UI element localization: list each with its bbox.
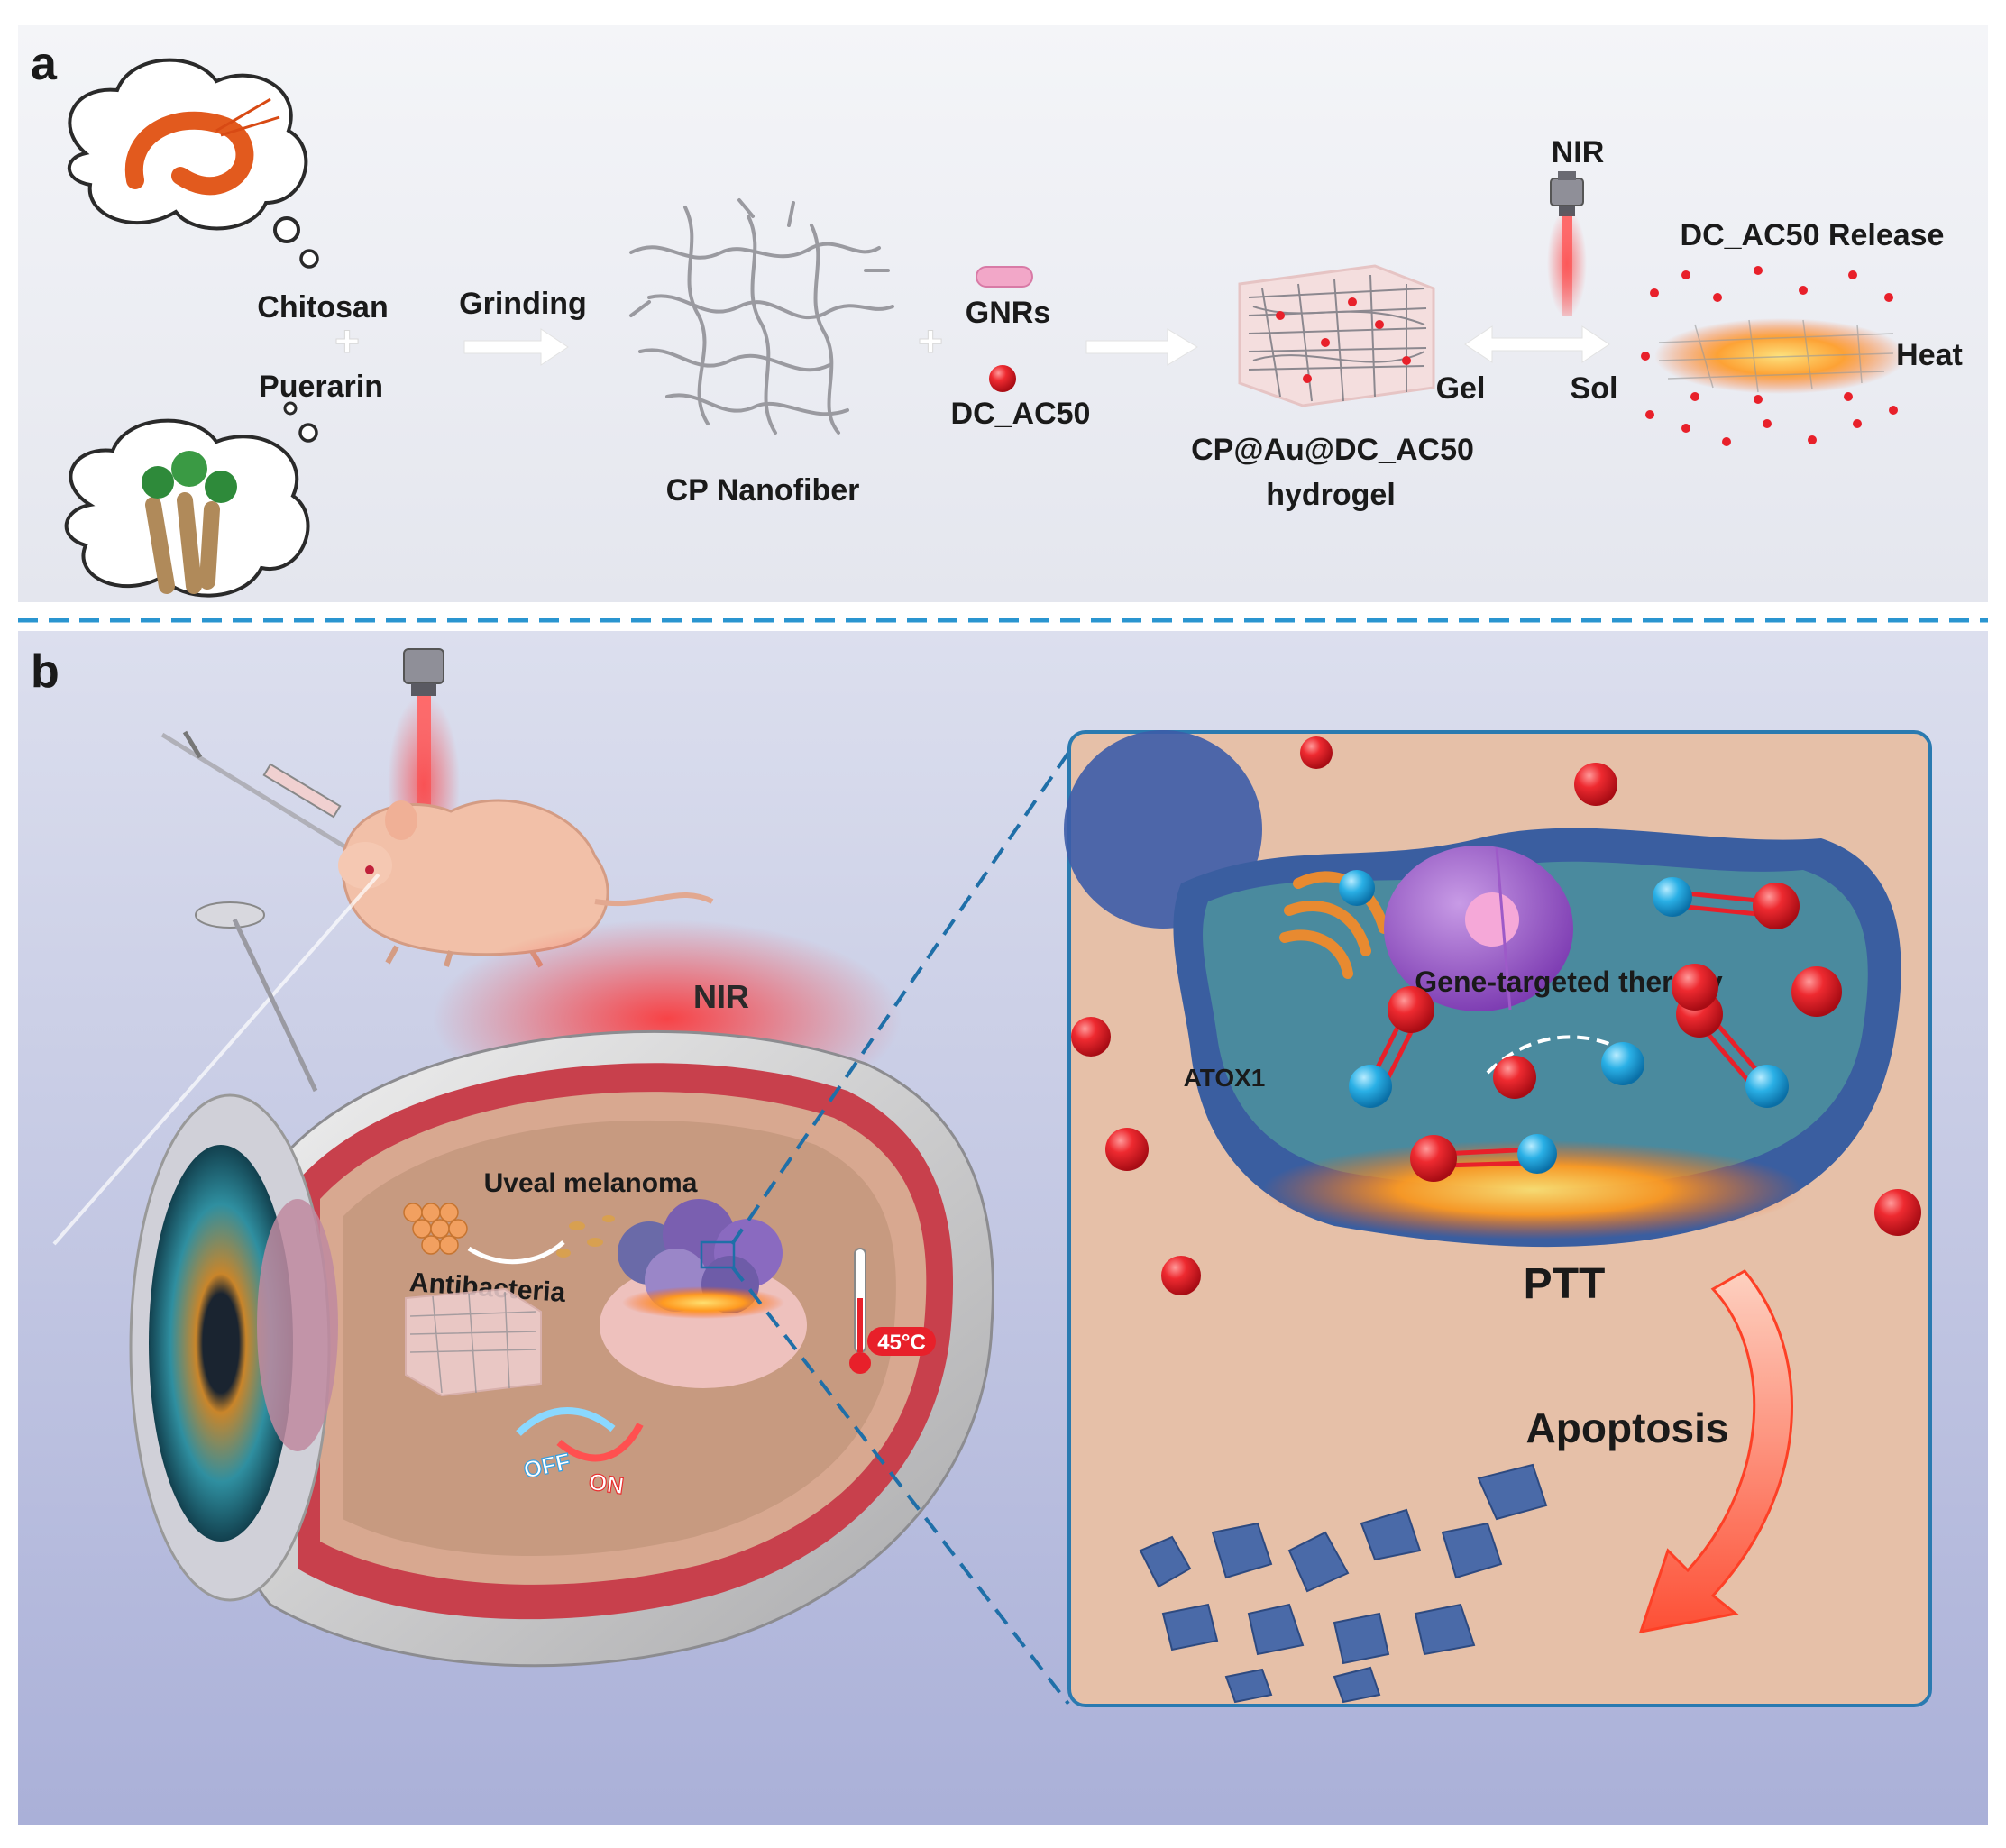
thermometer-icon: [849, 1248, 936, 1374]
cell-nucleus-icon: [1384, 846, 1573, 1011]
heat-label: Heat: [1896, 338, 1963, 372]
hydrogel-off-icon: [405, 1287, 542, 1397]
panel-a-background: [18, 25, 1988, 602]
lens: [257, 1199, 338, 1451]
gold-nanorod-icon: [976, 266, 1033, 288]
dc-ac50-drug-icon: [989, 365, 1016, 392]
off-arrow-icon: [516, 1407, 616, 1436]
uveal-melanoma-label: Uveal melanoma: [484, 1168, 698, 1198]
free-atox1: [1601, 1042, 1644, 1085]
cp-nanofiber-label: CP Nanofiber: [666, 473, 860, 508]
heated-sol-icon: [1654, 318, 1907, 394]
gnrs-label: GNRs: [966, 296, 1050, 330]
on-label: ON: [587, 1468, 626, 1499]
iris-icon: [149, 1145, 293, 1542]
nir-label-b: NIR: [693, 978, 749, 1015]
sol-label: Sol: [1571, 371, 1618, 406]
hydrogel-cube-icon: [1238, 264, 1435, 407]
on-arrow-icon: [556, 1423, 644, 1462]
atox1-label: ATOX1: [1184, 1064, 1266, 1092]
gel-label: Gel: [1436, 371, 1486, 406]
apoptosis-arrow-icon: [1638, 1269, 1793, 1633]
hydrogel-name-line2: hydrogel: [1266, 478, 1396, 512]
puerarin-label: Puerarin: [259, 370, 383, 404]
zoom-line-top: [730, 751, 1070, 1246]
hydrogel-name-line1: CP@Au@DC_AC50: [1191, 433, 1474, 467]
temperature-label: 45°C: [877, 1331, 926, 1355]
light-beam: [52, 873, 380, 1246]
dead-bacteria-icon: [556, 1215, 615, 1258]
panel-a-letter: a: [31, 38, 58, 90]
laser-emitter-icon: [1547, 171, 1587, 317]
antibacteria-arrow-icon: [467, 1240, 565, 1265]
chitosan-label: Chitosan: [257, 290, 388, 325]
plus-sign-2: +: [918, 318, 943, 366]
plus-sign-1: +: [334, 318, 360, 366]
surgical-probe-icon: [195, 901, 318, 1093]
released-drug-particles: [1641, 266, 1898, 446]
nir-label-a: NIR: [1552, 135, 1605, 169]
dc-ac50-label: DC_AC50: [951, 397, 1091, 431]
apoptosis-label: Apoptosis: [1526, 1404, 1729, 1451]
grinding-label: Grinding: [459, 287, 587, 321]
free-drug-particles: [1071, 736, 1921, 1295]
bacteria-cluster-icon: [403, 1203, 468, 1255]
ptt-label: PTT: [1524, 1260, 1606, 1308]
drug-atox1-pairs: [1339, 870, 1800, 1182]
plant-cloud-icon: [64, 401, 318, 598]
cp-nanofiber-network-icon: [629, 198, 894, 435]
arrow-mixing-icon: [1085, 328, 1198, 366]
cell-fragments: [1139, 1463, 1548, 1704]
gene-therapy-label: Gene-targeted therapy: [1415, 965, 1723, 998]
double-arrow-gel-sol-icon: [1464, 325, 1610, 363]
panel-b-letter: b: [31, 645, 60, 698]
zoom-line-bottom: [730, 1265, 1070, 1706]
arrow-grinding-icon: [463, 328, 569, 366]
eyeball-cross-section: [218, 1029, 994, 1668]
release-label: DC_AC50 Release: [1681, 218, 1945, 252]
shrimp-cloud-icon: [67, 58, 319, 269]
